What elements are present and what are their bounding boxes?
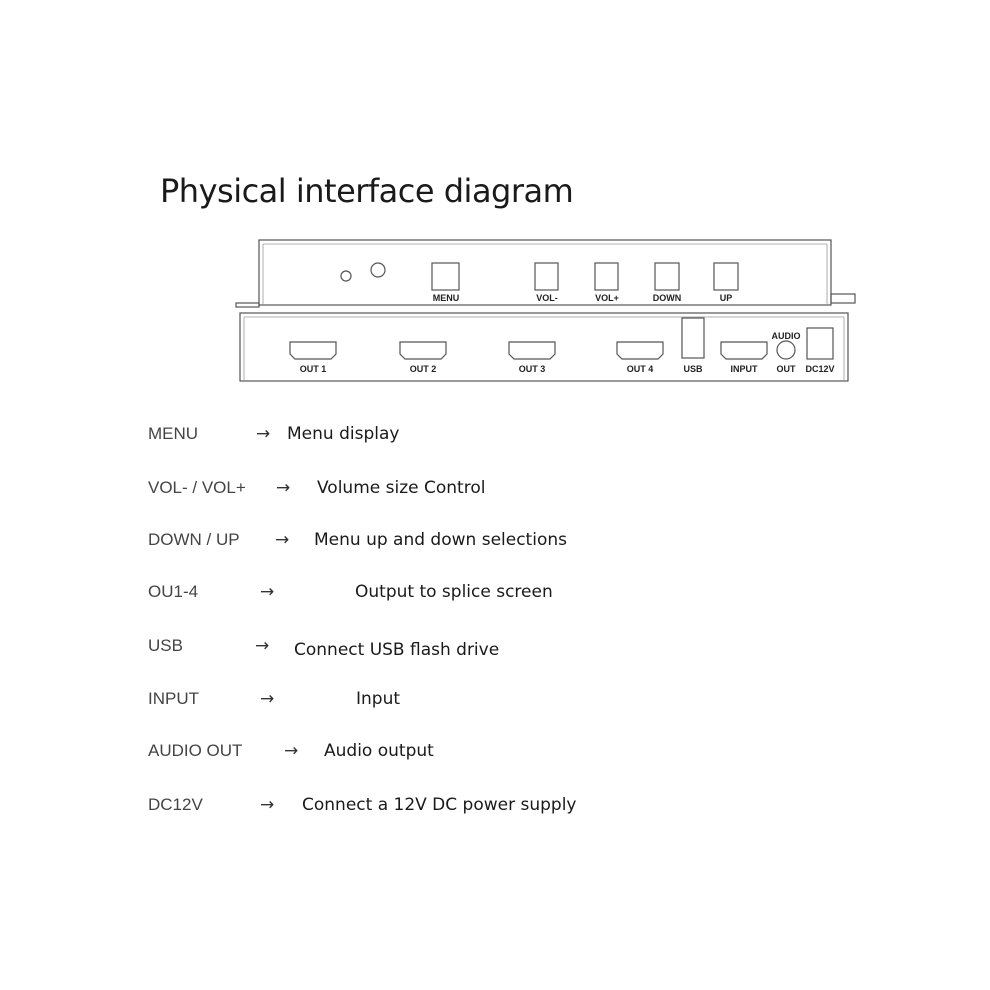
top-panel — [235, 239, 856, 308]
legend-row: USB → Connect USB flash drive — [0, 636, 990, 666]
arrow-right-icon: → — [284, 741, 299, 761]
right-mounting-ear — [830, 293, 856, 304]
arrow-right-icon: → — [260, 795, 275, 815]
arrow-right-icon: → — [276, 478, 291, 498]
legend-key: DC12V — [148, 795, 203, 814]
hdmi-out2-port-icon — [399, 341, 447, 360]
button-label-vol-plus: VOL+ — [595, 293, 619, 303]
arrow-right-icon: → — [275, 530, 290, 550]
button-label-menu: MENU — [433, 293, 460, 303]
legend-key: USB — [148, 636, 183, 655]
left-mounting-ear — [235, 302, 260, 308]
bottom-panel — [239, 312, 849, 382]
vol-minus-button — [534, 262, 559, 291]
hdmi-out3-port-icon — [508, 341, 556, 360]
arrow-right-icon: → — [256, 424, 271, 444]
legend-row: OU1-4 → Output to splice screen — [0, 582, 990, 612]
audio-jack-icon — [776, 340, 796, 360]
port-label-usb: USB — [683, 364, 703, 374]
legend-key: MENU — [148, 424, 199, 443]
menu-button — [431, 262, 460, 291]
vol-plus-button — [594, 262, 619, 291]
legend-description: Output to splice screen — [355, 582, 553, 602]
legend-description: Volume size Control — [317, 478, 486, 498]
arrow-right-icon: → — [255, 636, 270, 656]
legend-row: AUDIO OUT → Audio output — [0, 741, 990, 771]
port-label-audio-out: OUT — [777, 364, 797, 374]
dc-power-jack-icon — [806, 327, 834, 360]
hdmi-out1-port-icon — [289, 341, 337, 360]
hdmi-out4-port-icon — [616, 341, 664, 360]
button-label-vol-minus: VOL- — [536, 293, 558, 303]
ir-receiver-icon — [370, 262, 386, 278]
legend-key: OU1-4 — [148, 582, 199, 601]
port-label-out3: OUT 3 — [519, 364, 546, 374]
port-label-out2: OUT 2 — [410, 364, 437, 374]
port-label-out1: OUT 1 — [300, 364, 327, 374]
legend-row: DOWN / UP → Menu up and down selections — [0, 530, 990, 560]
arrow-right-icon: → — [260, 689, 275, 709]
indicator-led-icon — [340, 270, 352, 282]
page-title: Physical interface diagram — [160, 172, 574, 210]
legend-description: Audio output — [324, 741, 434, 761]
down-button — [654, 262, 680, 291]
port-label-input: INPUT — [731, 364, 759, 374]
legend-key: INPUT — [148, 689, 199, 708]
usb-port-icon — [681, 317, 705, 359]
legend-key: AUDIO OUT — [148, 741, 243, 760]
device-diagram: MENU VOL- VOL+ DOWN UP OUT 1 OUT 2 OUT 3… — [235, 239, 856, 382]
up-button — [713, 262, 739, 291]
legend-row: MENU → Menu display — [0, 424, 990, 454]
legend-description: Menu up and down selections — [314, 530, 567, 550]
legend-description: Connect USB flash drive — [294, 640, 500, 660]
legend-row: INPUT → Input — [0, 689, 990, 719]
bottom-panel-body — [239, 312, 849, 382]
port-label-audio: AUDIO — [772, 331, 801, 341]
legend-description: Connect a 12V DC power supply — [302, 795, 577, 815]
legend-key: VOL- / VOL+ — [148, 478, 246, 497]
legend-row: DC12V → Connect a 12V DC power supply — [0, 795, 990, 825]
legend-key: DOWN / UP — [148, 530, 240, 549]
legend-row: VOL- / VOL+ → Volume size Control — [0, 478, 990, 508]
legend-description: Input — [356, 689, 401, 709]
button-label-down: DOWN — [653, 293, 682, 303]
hdmi-input-port-icon — [720, 341, 768, 360]
button-label-up: UP — [720, 293, 733, 303]
port-label-out4: OUT 4 — [627, 364, 654, 374]
top-panel-body — [258, 239, 832, 306]
port-label-dc12v: DC12V — [805, 364, 834, 374]
arrow-right-icon: → — [260, 582, 275, 602]
legend-description: Menu display — [287, 424, 400, 444]
